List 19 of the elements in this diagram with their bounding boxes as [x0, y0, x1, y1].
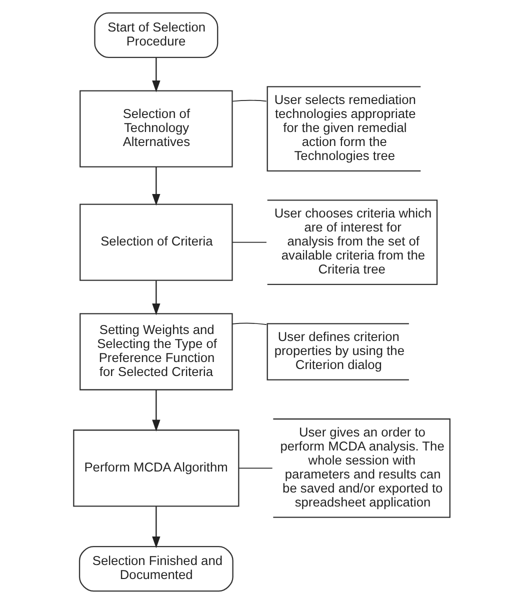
connector	[232, 242, 267, 243]
connector	[232, 100, 267, 102]
node-box: Selection Finished and Documented	[78, 546, 234, 592]
arrow	[152, 280, 160, 316]
arrow	[152, 390, 160, 432]
node-text: User defines criterion properties by using the Criterion dialog	[274, 328, 404, 372]
arrow	[152, 58, 160, 92]
arrow	[152, 167, 160, 206]
connector	[238, 468, 273, 469]
node-box: Perform MCDA Algorithm	[73, 430, 240, 507]
arrow	[152, 506, 160, 548]
node-text: User chooses criteria which are of interest for analysis from the set of available criteria from the Criteria tree	[274, 206, 432, 277]
node-box: Selection of Criteria	[80, 204, 233, 281]
node-box: Selection of Technology Alternatives	[80, 90, 233, 168]
node-text: User selects remediation technologies appropriate for the given remedial action form the Technologies tree	[274, 92, 416, 164]
node-text: User gives an order to perform MCDA analysis. The whole session with parameters and results can be saved and/or exported to spreadsheet application	[280, 424, 444, 510]
node-box: Setting Weights and Selecting the Type of Preference Function for Selected Criteria	[80, 313, 233, 390]
node-box: Start of Selection Procedure	[94, 12, 218, 58]
connector	[232, 322, 267, 325]
